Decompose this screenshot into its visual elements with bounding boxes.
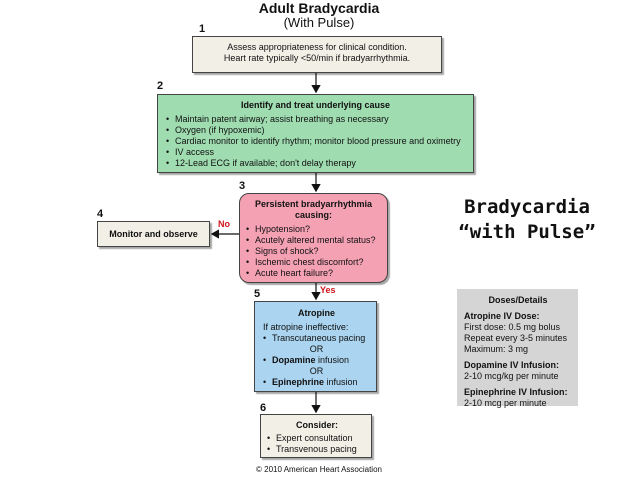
step-2-box: Identify and treat underlying cause Main… [157,94,474,173]
step-3-heading: Persistent bradyarrhythmia causing: [246,199,381,221]
step-4-label: Monitor and observe [109,229,198,239]
branch-no-label: No [218,219,230,229]
step-2-list: Maintain patent airway; assist breathing… [166,114,465,169]
step-5-heading: Atropine [298,308,335,318]
step-5-option-dopamine: Dopamine infusion [263,355,370,366]
step-2-item: 12-Lead ECG if available; don't delay th… [166,158,465,169]
atropine-dose-line: Repeat every 3-5 minutes [464,333,568,343]
step-2-item: Cardiac monitor to identify rhythm; moni… [166,136,465,147]
dopamine-dose-line: 2-10 mcg/kg per minute [464,371,559,381]
step-1-line-1: Assess appropriateness for clinical cond… [227,42,407,52]
side-title-line-1: Bradycardia [464,196,590,218]
atropine-dose-line: First dose: 0.5 mg bolus [464,322,561,332]
step-3-number: 3 [239,180,246,192]
doses-heading: Doses/Details [488,295,548,305]
step-3-item: Acute heart failure? [246,268,381,279]
step-3-heading-line-1: Persistent bradyarrhythmia [254,199,373,209]
branch-yes-label: Yes [320,285,336,295]
epinephrine-drug-name: Epinephrine [272,377,325,387]
step-5-options-2: Dopamine infusion [263,355,370,366]
step-2-number: 2 [157,80,164,92]
step-2-item: Maintain patent airway; assist breathing… [166,114,465,125]
step-5-options: Transcutaneous pacing [263,333,370,344]
step-3-heading-line-2: causing: [294,210,332,220]
atropine-dose-line: Maximum: 3 mg [464,344,529,354]
step-3-item: Ischemic chest discomfort? [246,257,381,268]
step-5-or: OR [309,344,324,354]
chart-subtitle: (With Pulse) [283,15,355,30]
step-6-number: 6 [260,402,267,414]
step-1-number: 1 [199,23,206,35]
step-4-number: 4 [97,208,104,220]
step-6-item: Transvenous pacing [267,444,367,455]
step-5-options-3: Epinephrine infusion [263,377,370,388]
step-3-list: Hypotension? Acutely altered mental stat… [246,224,381,279]
step-5-box: Atropine If atropine ineffective: Transc… [254,301,377,392]
step-5-option-epinephrine: Epinephrine infusion [263,377,370,388]
step-6-box: Consider: Expert consultation Transvenou… [260,414,372,458]
step-4-box: Monitor and observe [97,221,210,247]
step-2-heading: Identify and treat underlying cause [240,100,391,110]
doses-panel: Doses/Details Atropine IV Dose: First do… [457,289,578,408]
side-title: Bradycardia “with Pulse” [452,195,602,245]
chart-title: Adult Bradycardia [258,0,380,16]
step-6-item: Expert consultation [267,433,367,444]
epinephrine-dose-line: 2-10 mcg per minute [464,398,547,408]
dopamine-dose-title: Dopamine IV Infusion: [464,360,560,370]
step-1-line-2: Heart rate typically <50/min if bradyarr… [223,53,411,63]
step-2-item: IV access [166,147,465,158]
step-6-list: Expert consultation Transvenous pacing [267,433,367,455]
epinephrine-route: infusion [324,377,358,387]
step-2-item: Oxygen (if hypoxemic) [166,125,465,136]
dopamine-route: infusion [315,355,350,365]
step-5-number: 5 [254,288,261,300]
atropine-dose-title: Atropine IV Dose: [464,311,540,321]
step-1-box: Assess appropriateness for clinical cond… [192,36,442,73]
step-3-item: Signs of shock? [246,246,381,257]
step-5-or: OR [309,366,324,376]
step-5-intro: If atropine ineffective: [263,322,349,332]
dopamine-drug-name: Dopamine [272,355,316,365]
step-6-heading: Consider: [295,420,338,430]
step-3-item: Hypotension? [246,224,381,235]
step-5-option-pacing: Transcutaneous pacing [263,333,370,344]
side-title-line-2: “with Pulse” [458,221,596,243]
step-3-box: Persistent bradyarrhythmia causing: Hypo… [239,193,388,283]
step-3-item: Acutely altered mental status? [246,235,381,246]
copyright-notice: © 2010 American Heart Association [256,465,382,474]
epinephrine-dose-title: Epinephrine IV Infusion: [464,387,568,397]
